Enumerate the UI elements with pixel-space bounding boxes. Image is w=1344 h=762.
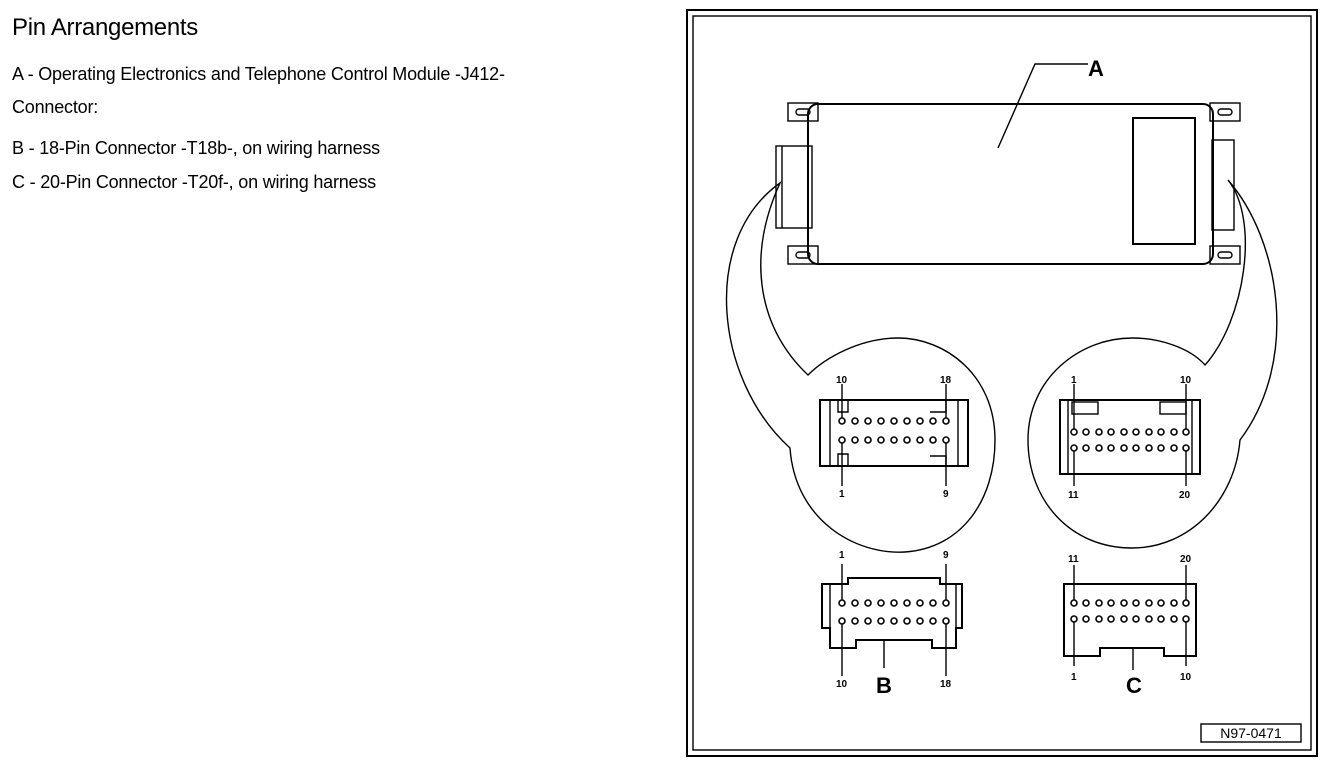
c-face-pin-tr: 20 xyxy=(1180,554,1192,565)
balloon-c xyxy=(1027,179,1278,549)
b-top-pin-tr: 18 xyxy=(940,375,952,386)
c-top-pin-bl: 11 xyxy=(1068,490,1079,501)
c-top-pin-tl: 1 xyxy=(1071,375,1077,386)
b-face-pin-tr: 9 xyxy=(943,550,949,561)
legend-item-connector: Connector: xyxy=(12,97,99,117)
label-b: B xyxy=(876,673,892,698)
b-top-pin-bl: 1 xyxy=(839,489,845,500)
legend-item-b: B - 18-Pin Connector -T18b-, on wiring h… xyxy=(12,138,380,158)
c-face-pin-tl: 11 xyxy=(1068,554,1079,565)
label-a: A xyxy=(1088,56,1104,81)
connector-c-face xyxy=(1063,565,1197,670)
diagram-inner-frame xyxy=(692,15,1312,751)
legend-item-a: A - Operating Electronics and Telephone … xyxy=(12,64,505,84)
c-top-pin-br: 20 xyxy=(1179,490,1191,501)
control-module xyxy=(775,63,1241,265)
b-face-pin-br: 18 xyxy=(940,679,952,690)
b-face-pin-tl: 1 xyxy=(839,550,845,561)
legend-item-c: C - 20-Pin Connector -T20f-, on wiring h… xyxy=(12,172,376,192)
balloon-b xyxy=(725,180,996,553)
reference-box xyxy=(1200,723,1302,743)
page-title: Pin Arrangements xyxy=(12,14,198,41)
b-top-pin-br: 9 xyxy=(943,489,949,500)
b-face-pin-bl: 10 xyxy=(836,679,848,690)
connector-c-top xyxy=(1059,384,1201,486)
b-top-pin-tl: 10 xyxy=(836,375,848,386)
c-top-pin-tr: 10 xyxy=(1180,375,1192,386)
connector-b-face xyxy=(821,564,963,676)
diagram-outer-frame xyxy=(686,9,1318,757)
c-face-pin-bl: 1 xyxy=(1071,672,1077,683)
label-c: C xyxy=(1126,673,1142,698)
reference-number: N97-0471 xyxy=(1220,725,1282,741)
c-face-pin-br: 10 xyxy=(1180,672,1192,683)
connector-b-top xyxy=(819,384,969,486)
